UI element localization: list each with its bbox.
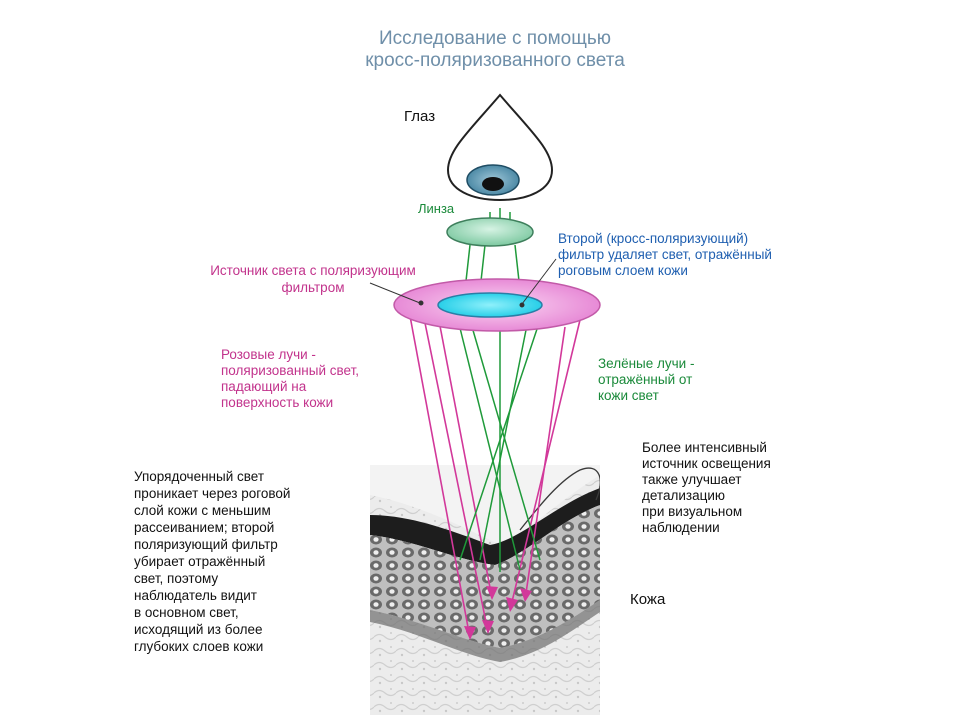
green-rays-label: Зелёные лучи - отражённый от кожи свет <box>598 356 695 403</box>
skin-label: Кожа <box>630 591 666 608</box>
lens-label: Линза <box>418 201 455 216</box>
second-filter-label: Второй (кросс-поляризующий) фильтр удаля… <box>558 231 772 278</box>
intense-source-label: Более интенсивный источник освещения так… <box>642 440 771 535</box>
skin-micrograph <box>370 465 600 715</box>
diagram-title: Исследование с помощью кросс-поляризован… <box>365 28 625 71</box>
pink-rays <box>409 315 581 639</box>
ordered-light-label: Упорядоченный свет проникает через рогов… <box>134 469 291 654</box>
lens-icon <box>446 217 534 247</box>
pink-rays-label: Розовые лучи - поляризованный свет, пада… <box>221 347 360 410</box>
eye-icon <box>446 93 554 202</box>
pink-arrowheads <box>464 586 532 640</box>
eye-label: Глаз <box>404 108 436 125</box>
polarizing-filter-ring <box>393 278 601 332</box>
light-source-label: Источник света с поляризующим фильтром <box>210 263 416 295</box>
label-pointers <box>369 258 557 308</box>
